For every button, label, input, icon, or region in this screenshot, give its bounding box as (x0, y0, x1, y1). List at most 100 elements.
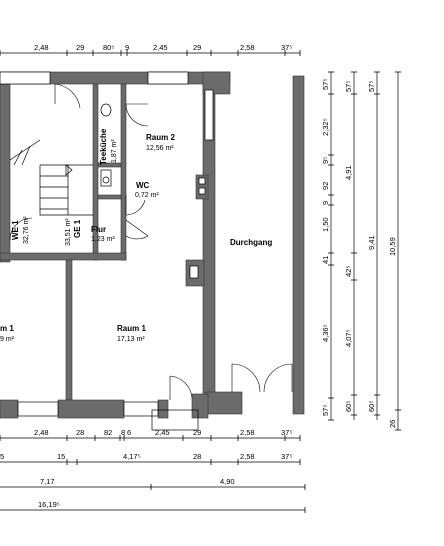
wall-raum-divider (65, 259, 73, 401)
dim-b2-5: 37⁵ (281, 452, 292, 461)
dim-b1-4: 6 (127, 428, 131, 437)
wall-wc-top (97, 162, 122, 168)
dim-b2-1: 15 (57, 452, 65, 461)
dim-b1-3: 8 (121, 428, 125, 437)
dim-b2-4: 2,58 (240, 452, 255, 461)
door-wc (125, 195, 146, 216)
dim-b1-8: 37⁵ (281, 428, 292, 437)
dim-ra-2: 9⁵ (321, 157, 330, 164)
dim-b3-0: 7,17 (40, 477, 55, 486)
window-top-raum2-a (147, 71, 189, 85)
wall-core-right (120, 83, 127, 261)
dimension-labels-top: 2,48 29 80⁵ 9 2,45 29 2,58 37⁵ (34, 43, 292, 52)
room-teekueche-name: Teeküche (99, 128, 108, 165)
wall-durchgang-right (292, 75, 305, 415)
room-left-name: m 1 (0, 324, 14, 333)
window-chimney-box1 (198, 177, 206, 185)
dim-b2-2: 4,17⁵ (123, 452, 141, 461)
room-raum2-area: 12,56 m² (146, 145, 174, 152)
room-raum2-name: Raum 2 (146, 133, 175, 142)
room-we1-name: WE 1 (11, 220, 20, 240)
doors (9, 83, 293, 431)
dim-top-7: 37⁵ (281, 43, 292, 52)
dim-b1-2: 82 (104, 428, 112, 437)
window-chimney-box2 (198, 187, 206, 195)
room-left-area: 9 m² (0, 336, 15, 343)
room-labels: Raum 2 12,56 m² Teeküche 1,87 m² WC 0,72… (0, 128, 272, 343)
wc-fixture (100, 103, 112, 187)
room-we1-area: 32,76 m² (23, 216, 30, 244)
dim-b1-5: 2,45 (155, 428, 170, 437)
door-durchgang-left (231, 363, 261, 393)
dimension-ticks (0, 50, 401, 513)
dimension-labels-right-d: 10,59 26 (388, 237, 397, 428)
wall-bottom-3 (157, 399, 169, 419)
dim-top-1: 29 (76, 43, 84, 52)
door-raum2 (125, 103, 149, 127)
door-durchgang-right (263, 363, 293, 393)
door-entrance (169, 375, 193, 400)
dim-top-6: 2,58 (240, 43, 255, 52)
dim-ra-0: 57⁵ (321, 79, 330, 90)
wall-middle (0, 252, 127, 261)
door-top-stair (54, 83, 81, 109)
dimension-labels-right-a: 57⁵ 2,32⁵ 9⁵ 92 9 1,50 41 4,36⁵ 57⁵ (321, 79, 330, 416)
dim-b1-6: 29 (193, 428, 201, 437)
dim-rc-2: 60⁵ (367, 401, 376, 412)
dim-rb-4: 60⁵ (344, 401, 353, 412)
dim-rb-1: 4,91 (344, 165, 353, 180)
dimension-labels-bottom2: 5 15 4,17⁵ 28 2,58 37⁵ (0, 452, 292, 461)
wall-bottom-2 (57, 399, 125, 419)
dim-ra-8: 57⁵ (321, 405, 330, 416)
wall-right-outer-top (202, 71, 231, 95)
dim-top-5: 29 (193, 43, 201, 52)
room-flur-area: 1,23 m² (91, 236, 115, 243)
entrance-step (151, 409, 199, 431)
door-we1 (9, 217, 33, 241)
dim-ra-4: 9 (321, 201, 330, 205)
window-bottom-mid (123, 401, 159, 417)
room-ge1-area: 33,51 m² (65, 218, 72, 246)
dim-top-3: 9 (125, 43, 129, 52)
dim-rc-1: 9,41 (367, 235, 376, 250)
dimension-labels-bottom1: 2,48 28 82 8 6 2,45 29 2,58 37⁵ (34, 428, 292, 437)
room-raum1-area: 17,13 m² (117, 336, 145, 343)
room-ge1-name: GE 1 (73, 219, 82, 238)
dimension-labels-right-b: 57⁵ 4,91 42⁵ 4,07⁵ 60⁵ (344, 81, 353, 412)
room-durchgang-name: Durchgang (230, 238, 272, 247)
room-raum1-name: Raum 1 (117, 324, 146, 333)
dim-rd-0: 10,59 (388, 237, 397, 256)
stairs (9, 139, 93, 216)
dim-top-4: 2,45 (153, 43, 168, 52)
wall-stair-left (0, 83, 11, 263)
wall-bottom-1 (0, 399, 19, 419)
wall-right-corner (205, 391, 243, 415)
window-bottom-left (17, 401, 59, 417)
dimension-labels-right-c: 57⁵ 9,41 60⁵ (367, 81, 376, 412)
dim-b4-0: 16,19⁵ (38, 500, 60, 509)
dim-ra-5: 1,50 (321, 217, 330, 232)
room-wc-area: 0,72 m² (135, 192, 159, 199)
dim-rb-0: 57⁵ (344, 81, 353, 92)
dim-b1-7: 2,58 (240, 428, 255, 437)
windows (0, 71, 214, 417)
dimension-lines (0, 52, 399, 511)
room-wc-name: WC (136, 181, 150, 190)
dim-b3-1: 4,90 (220, 477, 235, 486)
dimension-labels-bottom4: 16,19⁵ (38, 500, 60, 509)
dim-ra-6: 41 (321, 256, 330, 264)
dim-ra-1: 2,32⁵ (321, 118, 330, 136)
dimension-labels-bottom3: 7,17 4,90 (40, 477, 235, 486)
dim-rb-2: 42⁵ (344, 266, 353, 277)
room-teekueche-area: 1,87 m² (111, 139, 118, 163)
door-flur (125, 219, 149, 240)
dim-top-0: 2,48 (34, 43, 49, 52)
dim-ra-3: 92 (321, 182, 330, 190)
wall-bottom-4 (191, 393, 209, 419)
dim-top-2: 80⁵ (103, 43, 114, 52)
dim-rb-3: 4,07⁵ (344, 329, 353, 347)
dim-b1-1: 28 (76, 428, 84, 437)
dim-b1-0: 2,48 (34, 428, 49, 437)
room-flur-name: Flur (91, 225, 106, 234)
